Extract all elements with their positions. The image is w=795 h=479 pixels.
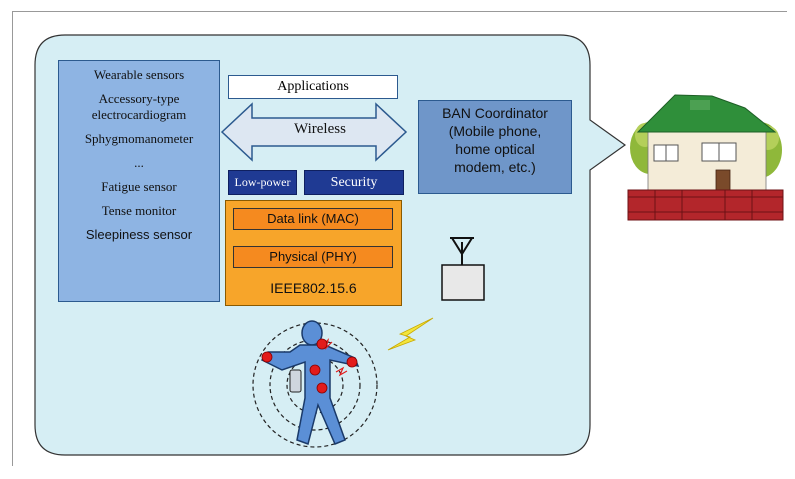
sensor-item-ecg: Accessory-type electrocardiogram xyxy=(91,91,187,122)
sensor-item-sphygmomanometer: Sphygmomanometer xyxy=(84,131,194,146)
sensors-list-box: Wearable sensors Accessory-type electroc… xyxy=(58,60,220,302)
physical-layer-box: Physical (PHY) xyxy=(233,246,393,268)
lightning-icon xyxy=(387,317,434,351)
wireless-double-arrow xyxy=(220,102,408,162)
human-body-icon xyxy=(252,320,378,448)
ieee-standard-label: IEEE802.15.6 xyxy=(270,280,357,296)
frame-left-border xyxy=(12,11,13,466)
coordinator-line-1: BAN Coordinator xyxy=(442,105,548,121)
coordinator-line-2: (Mobile phone, xyxy=(448,123,542,139)
sensor-item-tense-monitor: Tense monitor xyxy=(101,203,177,218)
sensor-item-ellipsis: ... xyxy=(134,155,144,170)
ban-coordinator-box: BAN Coordinator (Mobile phone, home opti… xyxy=(418,100,572,194)
house-icon xyxy=(627,94,784,221)
low-power-box: Low-power xyxy=(228,170,297,195)
wireless-label: Wireless xyxy=(294,121,346,137)
sensor-item-sleepiness: Sleepiness sensor xyxy=(85,227,193,242)
sensor-item-fatigue: Fatigue sensor xyxy=(101,179,177,194)
coordinator-line-3: home optical xyxy=(455,141,535,157)
security-box: Security xyxy=(304,170,404,195)
data-link-layer-box: Data link (MAC) xyxy=(233,208,393,230)
applications-box: Applications xyxy=(228,75,398,99)
frame-top-border xyxy=(12,11,787,12)
sensor-item-wearable: Wearable sensors xyxy=(93,67,185,82)
coordinator-line-4: modem, etc.) xyxy=(454,159,536,175)
antenna-icon xyxy=(441,237,485,301)
